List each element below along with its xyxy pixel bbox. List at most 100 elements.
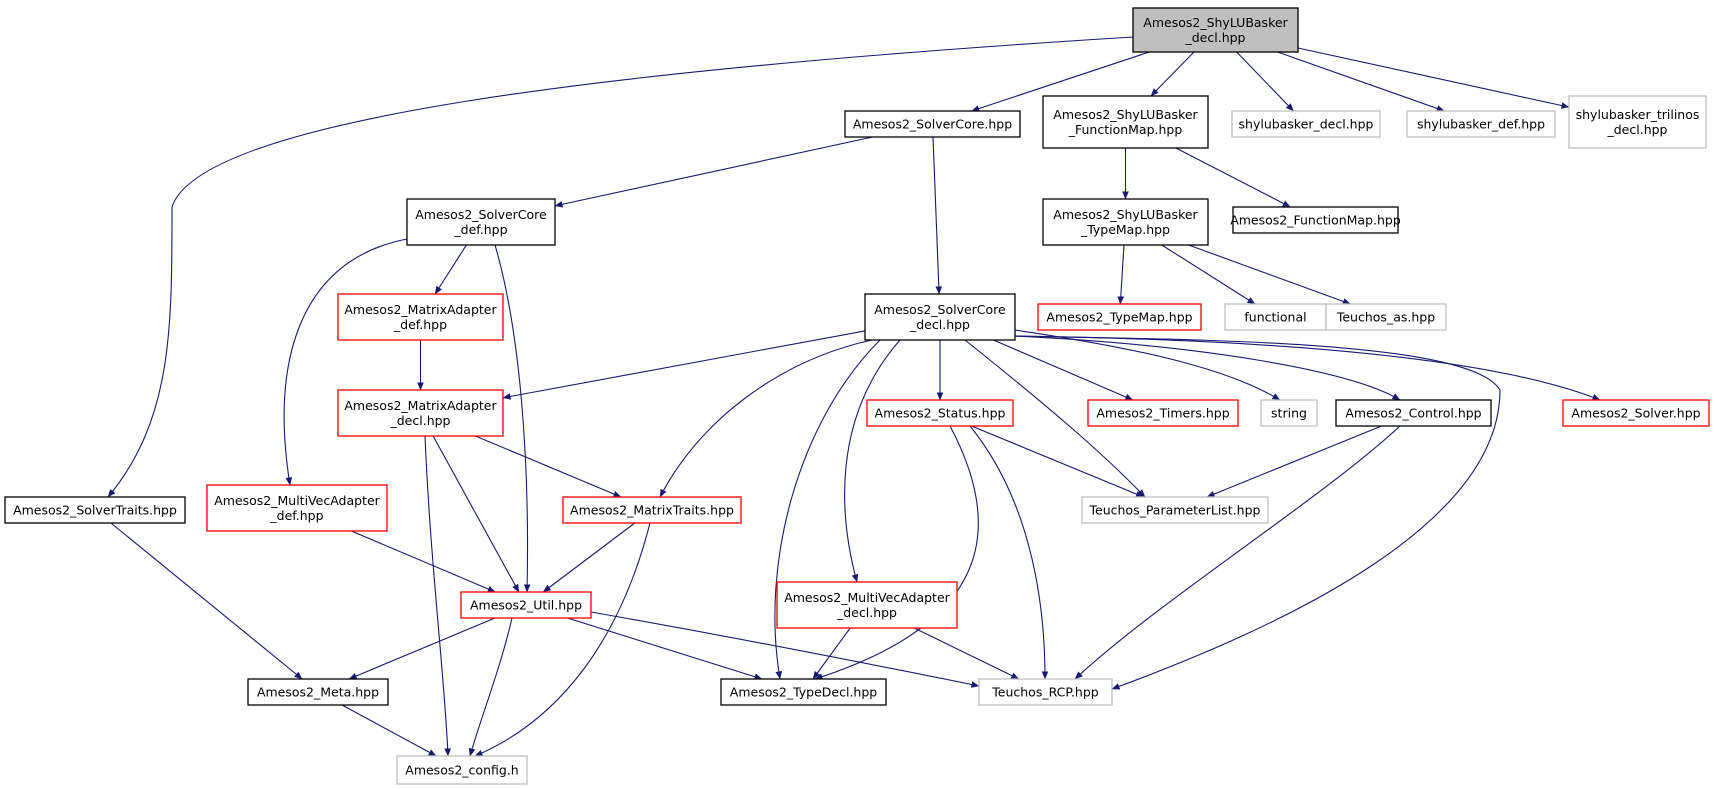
node-shylu-funcmap[interactable]: Amesos2_ShyLUBasker_FunctionMap.hpp — [1042, 95, 1209, 149]
node-box — [406, 198, 556, 246]
node-functionmap[interactable]: Amesos2_FunctionMap.hpp — [1230, 206, 1401, 234]
node-timers[interactable]: Amesos2_Timers.hpp — [1087, 399, 1239, 427]
node-root[interactable]: Amesos2_ShyLUBasker_decl.hpp — [1132, 7, 1299, 53]
node-label: _decl.hpp — [836, 605, 897, 620]
edge-solvercore-decl-to-rcp — [1014, 335, 1501, 690]
node-label: Amesos2_ShyLUBasker — [1053, 107, 1198, 122]
node-box — [396, 755, 528, 785]
node-paramlist: Teuchos_ParameterList.hpp — [1081, 496, 1269, 524]
node-label: Amesos2_MatrixTraits.hpp — [570, 503, 734, 518]
node-box — [720, 678, 887, 706]
node-label: Amesos2_Util.hpp — [470, 598, 582, 613]
node-box — [978, 678, 1113, 706]
edge-util-to-config — [468, 617, 513, 757]
node-solver[interactable]: Amesos2_Solver.hpp — [1562, 399, 1710, 427]
node-box — [844, 110, 1021, 138]
edge-matrixtraits-to-util — [542, 522, 636, 593]
node-box — [864, 293, 1016, 341]
node-label: Amesos2_TypeMap.hpp — [1046, 310, 1192, 325]
node-string: string — [1260, 399, 1318, 427]
edge-multivec-decl-to-typedecl — [812, 627, 851, 680]
node-box — [1260, 399, 1318, 427]
edge-root-to-shylubasker-trilinos — [1297, 47, 1570, 109]
edge-solvertraits-to-meta — [110, 522, 303, 680]
node-label: _decl.hpp — [1185, 30, 1246, 45]
node-label: functional — [1244, 310, 1306, 325]
edge-control-to-paramlist — [1206, 425, 1382, 498]
edge-shylu-typemap-to-teuchos-as — [1188, 244, 1351, 305]
node-shylubasker-def: shylubasker_def.hpp — [1406, 110, 1556, 138]
node-label: _decl.hpp — [909, 317, 970, 332]
node-label: Amesos2_MultiVecAdapter — [784, 590, 950, 605]
edge-multivec-def-to-util — [351, 530, 496, 593]
edge-solvercore-decl-to-matrixtraits — [659, 339, 873, 498]
node-label: Amesos2_ShyLUBasker — [1143, 15, 1288, 30]
edge-layer — [107, 36, 1601, 757]
node-box — [776, 581, 958, 629]
edge-multivec-decl-to-rcp — [913, 627, 1020, 680]
node-label: Amesos2_Solver.hpp — [1571, 406, 1700, 421]
node-matrixtraits[interactable]: Amesos2_MatrixTraits.hpp — [562, 496, 742, 524]
edge-util-to-meta — [348, 617, 496, 680]
node-box — [460, 591, 592, 619]
node-label: Amesos2_config.h — [405, 763, 518, 778]
edge-solvercore-decl-to-control — [1014, 335, 1401, 401]
node-label: Amesos2_ShyLUBasker — [1053, 207, 1198, 222]
node-typemap[interactable]: Amesos2_TypeMap.hpp — [1037, 303, 1202, 331]
node-label: Amesos2_Status.hpp — [875, 406, 1006, 421]
node-label: Amesos2_MultiVecAdapter — [214, 493, 380, 508]
node-rcp: Teuchos_RCP.hpp — [978, 678, 1113, 706]
node-status[interactable]: Amesos2_Status.hpp — [866, 399, 1014, 427]
node-box — [562, 496, 742, 524]
node-control[interactable]: Amesos2_Control.hpp — [1335, 399, 1492, 427]
edge-solvercore-decl-to-paramlist — [964, 339, 1146, 498]
node-solvertraits[interactable]: Amesos2_SolverTraits.hpp — [4, 496, 186, 524]
node-box — [1568, 95, 1707, 149]
node-matrixadapter-decl[interactable]: Amesos2_MatrixAdapter_decl.hpp — [337, 389, 504, 437]
node-box — [1224, 303, 1327, 331]
edge-solvercore-to-solvercore-decl — [932, 136, 943, 295]
edge-matrixadapter-decl-to-config — [424, 435, 452, 757]
node-label: Amesos2_SolverCore — [415, 207, 547, 222]
node-multivec-decl[interactable]: Amesos2_MultiVecAdapter_decl.hpp — [776, 581, 958, 629]
node-typedecl[interactable]: Amesos2_TypeDecl.hpp — [720, 678, 887, 706]
node-solvercore[interactable]: Amesos2_SolverCore.hpp — [844, 110, 1021, 138]
edge-status-to-paramlist — [971, 425, 1144, 498]
node-box — [1335, 399, 1492, 427]
edge-util-to-typedecl — [567, 617, 763, 680]
node-label: _def.hpp — [453, 222, 507, 237]
edge-shylu-funcmap-to-functionmap — [1175, 147, 1291, 208]
node-box — [206, 484, 388, 532]
node-matrixadapter-def[interactable]: Amesos2_MatrixAdapter_def.hpp — [337, 293, 504, 341]
edge-solvercore-def-to-matrixadapter-def — [434, 244, 467, 295]
node-label: Amesos2_Timers.hpp — [1096, 406, 1229, 421]
edge-root-to-solvercore — [971, 51, 1150, 112]
node-util[interactable]: Amesos2_Util.hpp — [460, 591, 592, 619]
node-box — [866, 399, 1014, 427]
edge-matrixtraits-to-config — [474, 522, 651, 757]
edge-solvercore-def-to-util — [494, 244, 531, 593]
node-meta[interactable]: Amesos2_Meta.hpp — [247, 678, 389, 706]
node-solvercore-decl[interactable]: Amesos2_SolverCore_decl.hpp — [864, 293, 1016, 341]
edge-solvercore-decl-to-typedecl — [774, 339, 881, 680]
edge-solvercore-decl-to-string — [1014, 329, 1281, 401]
edge-status-to-rcp — [969, 425, 1049, 680]
node-label: shylubasker_def.hpp — [1417, 117, 1545, 132]
node-box — [1042, 95, 1209, 149]
edge-status-to-typedecl — [814, 425, 979, 680]
node-label: Amesos2_MatrixAdapter — [344, 398, 497, 413]
edge-root-to-shylubasker-decl — [1236, 51, 1294, 112]
node-multivec-def[interactable]: Amesos2_MultiVecAdapter_def.hpp — [206, 484, 388, 532]
node-label: Amesos2_Meta.hpp — [257, 685, 379, 700]
node-label: Amesos2_TypeDecl.hpp — [730, 685, 877, 700]
node-shylu-typemap[interactable]: Amesos2_ShyLUBasker_TypeMap.hpp — [1042, 198, 1209, 246]
node-label: Amesos2_SolverTraits.hpp — [13, 503, 177, 518]
node-box — [1231, 110, 1381, 138]
node-box — [4, 496, 186, 524]
node-box — [1406, 110, 1556, 138]
node-box — [1037, 303, 1202, 331]
edge-matrixadapter-decl-to-matrixtraits — [475, 435, 622, 498]
node-box — [337, 293, 504, 341]
node-solvercore-def[interactable]: Amesos2_SolverCore_def.hpp — [406, 198, 556, 246]
node-label: _def.hpp — [269, 508, 323, 523]
